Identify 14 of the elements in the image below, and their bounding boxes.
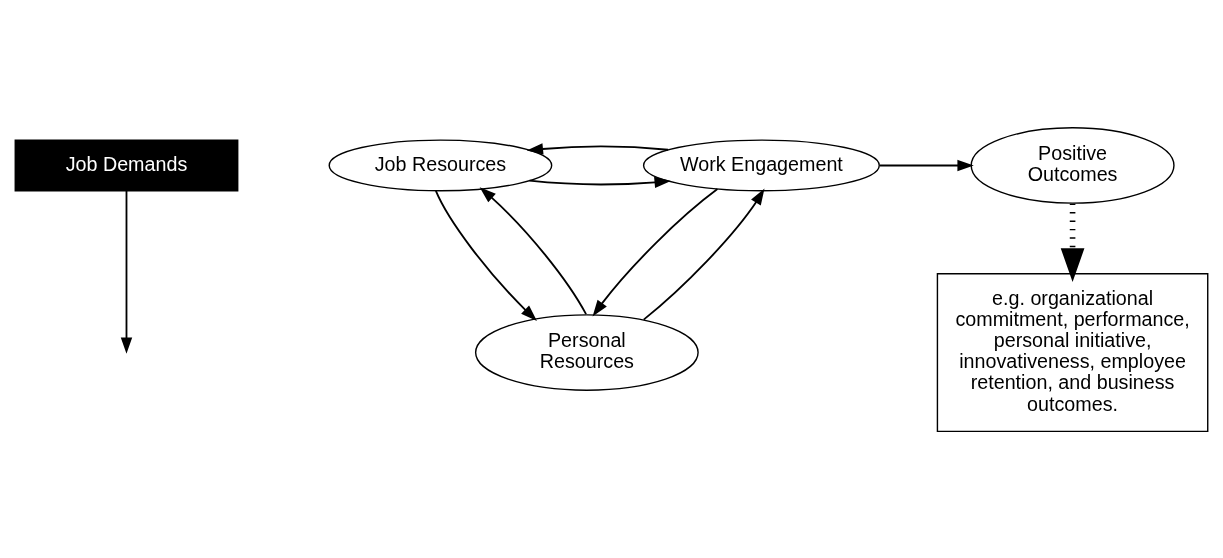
- arrow: [434, 189, 537, 321]
- arrow: [592, 187, 719, 316]
- node-ellipse: Positive Outcomes: [970, 126, 1175, 204]
- node-ellipse: Job Resources: [328, 138, 553, 191]
- arrow: [879, 159, 974, 171]
- node-ellipse: Personal Resources: [474, 313, 699, 391]
- arrow: [642, 188, 765, 321]
- node-box: Job Demands: [14, 138, 239, 191]
- arrow: [528, 176, 671, 188]
- node-box: e.g. organizational commitment, performance, personal initiative, innovativeness, employee retention, and business outcomes.: [936, 272, 1209, 432]
- arrow: [1060, 203, 1085, 282]
- arrow: [120, 189, 133, 354]
- arrow: [526, 142, 670, 155]
- arrow: [479, 186, 587, 315]
